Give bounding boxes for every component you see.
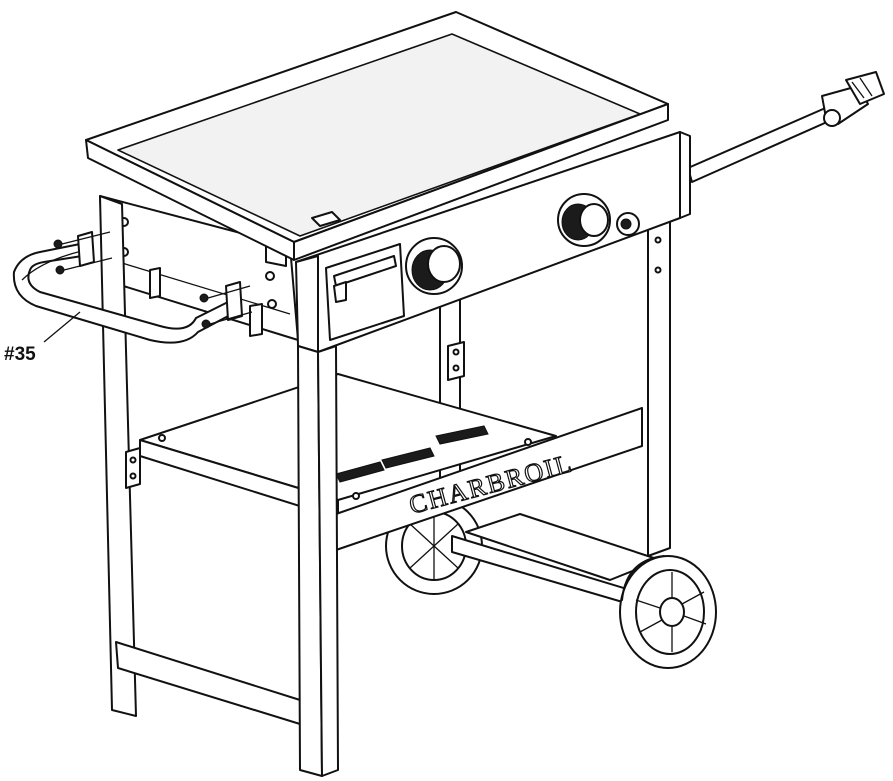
- back-bracket: [447, 341, 465, 381]
- wheel-icon: [619, 555, 717, 669]
- igniter-button-icon: [616, 212, 640, 236]
- callout-leader: [43, 311, 81, 343]
- gas-regulator-icon: [687, 71, 885, 183]
- control-panel: [295, 131, 691, 353]
- shelf-bracket: [125, 447, 141, 489]
- griddle-top: [85, 11, 669, 261]
- callout-label: #35: [4, 344, 36, 365]
- control-knob-icon: [405, 237, 463, 295]
- front-right-leg-side: [317, 345, 339, 777]
- handle-part-icon: [12, 231, 253, 344]
- back-right-leg: [647, 213, 671, 557]
- left-bottom-rail: [115, 641, 301, 725]
- control-knob-icon-2: [557, 193, 611, 247]
- bottom-shelf: [139, 373, 557, 519]
